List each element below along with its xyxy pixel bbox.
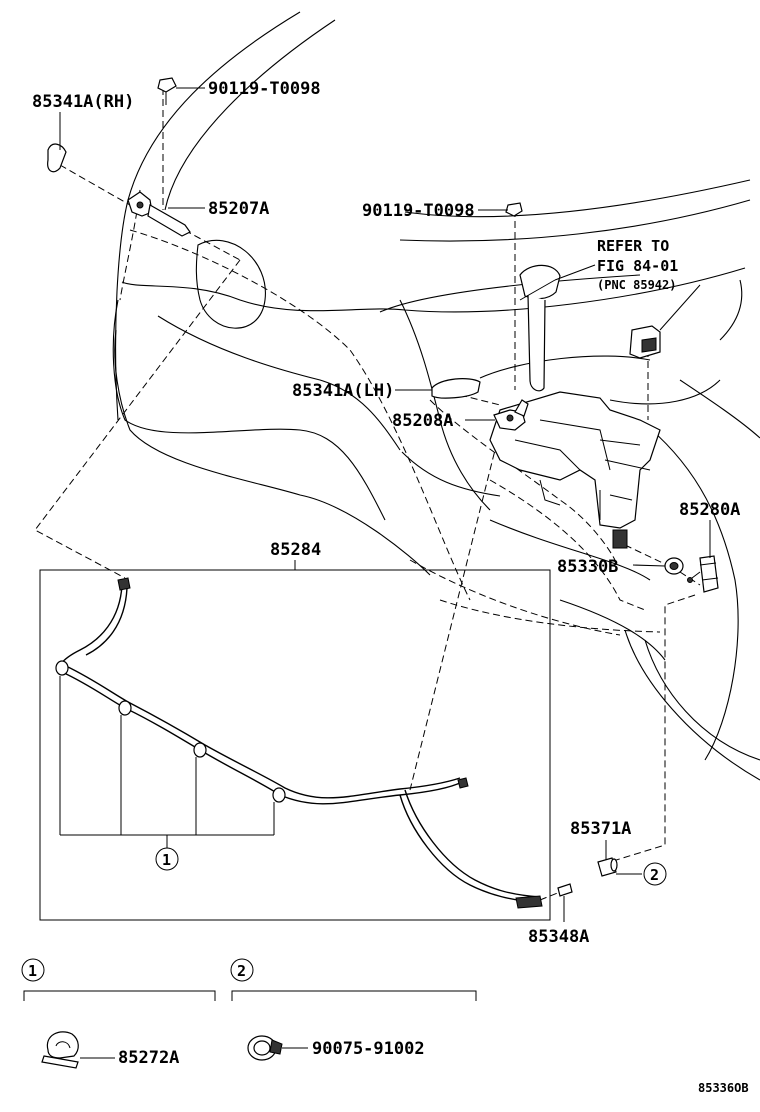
legend-1-text: 1	[28, 962, 37, 980]
connector-icon	[597, 857, 618, 877]
label-90119-top: 90119-T0098	[208, 79, 321, 99]
bolt-icon	[505, 202, 523, 217]
callout-1-text: 1	[162, 851, 171, 869]
label-refer-line3: (PNC 85942)	[597, 278, 676, 292]
figure-id: 85336OB	[698, 1081, 749, 1095]
label-85280a: 85280A	[679, 500, 740, 520]
label-85371a: 85371A	[570, 819, 631, 839]
label-85341a-rh: 85341A(RH)	[32, 92, 134, 112]
clip-icon	[41, 1031, 115, 1069]
callout-2-text: 2	[650, 866, 659, 884]
hose-assembly	[55, 577, 543, 909]
label-85272a: 85272A	[118, 1048, 179, 1068]
grommet-icon	[664, 557, 684, 575]
label-leaders	[59, 87, 711, 922]
motor-icon	[629, 325, 661, 359]
part-labels: 85341A(RH) 90119-T0098 85207A 90119-T009…	[32, 79, 749, 1095]
label-85348a: 85348A	[528, 927, 589, 947]
bolt-icon	[157, 77, 177, 105]
legend-2-text: 2	[237, 962, 246, 980]
label-85330b: 85330B	[557, 557, 618, 577]
label-85208a: 85208A	[392, 411, 453, 431]
callout-1: 1	[155, 847, 179, 871]
label-85207a: 85207A	[208, 199, 269, 219]
label-90119-mid: 90119-T0098	[362, 201, 475, 221]
clamp-icon	[247, 1035, 308, 1061]
hose-assembly-box	[39, 569, 551, 921]
nozzle-icon	[493, 399, 529, 431]
connector-icon	[557, 883, 573, 897]
callout-2: 2	[643, 862, 667, 886]
nozzle-cover-icon	[47, 143, 67, 173]
nozzle-icon	[127, 191, 191, 237]
legend-2: 2	[230, 958, 477, 1001]
legend-1: 1	[21, 958, 216, 1001]
vehicle-body-outline	[112, 11, 760, 781]
label-refer-line2: FIG 84-01	[597, 257, 678, 275]
label-refer-line1: REFER TO	[597, 237, 669, 255]
label-85341a-lh: 85341A(LH)	[292, 381, 394, 401]
label-90075-91002: 90075-91002	[312, 1039, 425, 1059]
check-valve-icon	[687, 555, 719, 593]
washer-tank-icon	[489, 264, 661, 549]
label-85284: 85284	[270, 540, 321, 560]
nozzle-cover-icon	[431, 378, 481, 399]
callout-1-leaders	[59, 676, 275, 848]
